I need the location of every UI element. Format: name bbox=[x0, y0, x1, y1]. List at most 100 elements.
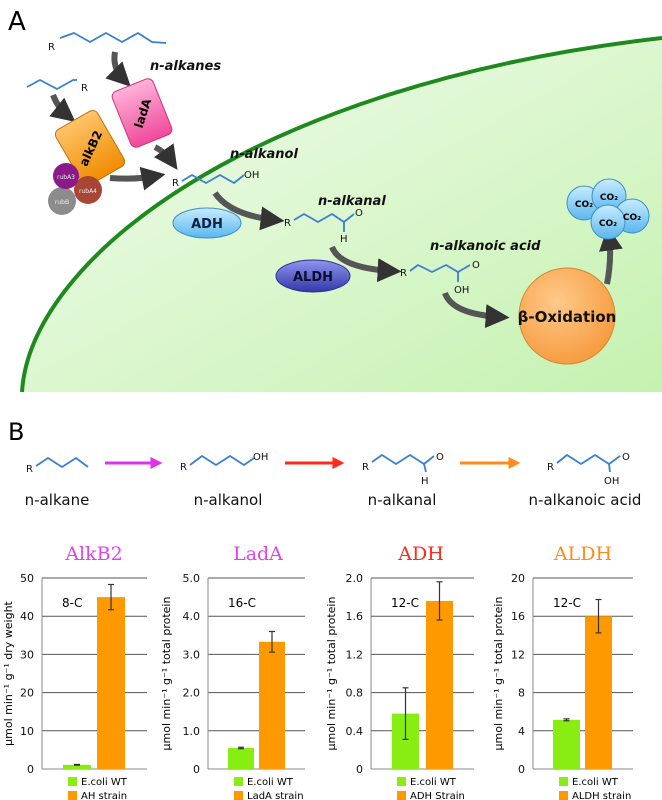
bar-e-coli-wt bbox=[63, 764, 91, 769]
oh-group: OH bbox=[454, 285, 469, 296]
y-tick-label: 16 bbox=[511, 610, 525, 623]
cell-cytoplasm bbox=[22, 38, 662, 392]
y-tick-label: 0.4 bbox=[346, 725, 364, 738]
y-axis-label: µmol min⁻¹ g⁻¹ dry weight bbox=[2, 600, 15, 745]
y-tick-label: 8 bbox=[518, 687, 525, 700]
o-atom: O bbox=[436, 452, 444, 463]
chart-title: ALDH bbox=[553, 543, 612, 565]
r-group: R bbox=[48, 42, 55, 53]
o-atom: O bbox=[622, 452, 630, 463]
aldh-enzyme bbox=[275, 259, 351, 293]
co2-cluster: CO₂ CO₂ CO₂ CO₂ bbox=[566, 178, 650, 240]
legend-swatch bbox=[397, 791, 406, 800]
y-tick-label: 0 bbox=[356, 763, 363, 776]
carbonyl-bond bbox=[608, 455, 621, 465]
h-atom: H bbox=[340, 234, 348, 245]
rubA3-label: rubA3 bbox=[57, 174, 75, 181]
legend-label: E.coli WT bbox=[81, 777, 128, 788]
y-tick-label: 20 bbox=[511, 572, 525, 585]
arrow-icon bbox=[49, 93, 76, 122]
rubA4-label: rubA4 bbox=[79, 188, 97, 195]
chain-length-annotation: 16-C bbox=[228, 596, 256, 610]
arrow-icon bbox=[212, 191, 285, 231]
y-tick-label: 10 bbox=[20, 725, 34, 738]
y-tick-label: 0 bbox=[27, 763, 34, 776]
arrow-icon bbox=[153, 143, 178, 170]
y-tick-label: 20 bbox=[20, 687, 34, 700]
legend-label: AH strain bbox=[81, 791, 127, 800]
chain-length-annotation: 12-C bbox=[391, 596, 419, 610]
y-tick-label: 4 bbox=[518, 725, 525, 738]
carbonyl-bond bbox=[423, 455, 435, 465]
chart-title: LadA bbox=[233, 543, 283, 565]
chain-length-annotation: 12-C bbox=[553, 596, 581, 610]
alkanoic-acid-structure bbox=[556, 454, 610, 465]
legend-label: LadA strain bbox=[247, 791, 304, 800]
y-tick-label: 30 bbox=[20, 648, 34, 661]
legend-label: ALDH strain bbox=[572, 791, 631, 800]
compound-label-alkane: n-alkane bbox=[25, 491, 90, 509]
alkanal-chain bbox=[293, 213, 345, 223]
adh-label: ADH bbox=[191, 217, 223, 232]
bar-aldh-strain bbox=[585, 616, 612, 769]
compound-label-alkanoic-acid: n-alkanoic acid bbox=[529, 491, 642, 509]
y-tick-label: 2.0 bbox=[183, 687, 201, 700]
legend-label: E.coli WT bbox=[572, 777, 619, 788]
r-group: R bbox=[26, 464, 33, 475]
co2-label: CO₂ bbox=[623, 213, 641, 223]
short-alkane-chain bbox=[26, 79, 77, 90]
legend-swatch bbox=[397, 777, 406, 786]
carbonyl-bond bbox=[343, 213, 355, 223]
legend-swatch bbox=[68, 777, 77, 786]
beta-oxidation-node bbox=[518, 267, 616, 365]
chain-length-annotation: 8-C bbox=[62, 596, 82, 610]
arrow-icon bbox=[105, 51, 131, 87]
alkB2-enzyme: alkB2 bbox=[54, 109, 126, 187]
arrow-icon bbox=[329, 245, 402, 283]
y-axis-label: µmol min⁻¹ g⁻¹ total protein bbox=[492, 597, 505, 751]
alkanol-structure bbox=[189, 455, 255, 466]
arrow-icon bbox=[442, 291, 510, 329]
oh-group: OH bbox=[244, 170, 259, 181]
r-group: R bbox=[400, 268, 407, 279]
r-group: R bbox=[284, 218, 291, 229]
legend-label: E.coli WT bbox=[410, 777, 457, 788]
arrow-icon bbox=[599, 226, 623, 285]
legend-swatch bbox=[234, 791, 243, 800]
bar-ah-strain bbox=[97, 597, 125, 769]
o-atom: O bbox=[355, 208, 363, 219]
legend-swatch bbox=[559, 791, 568, 800]
y-tick-label: 1.6 bbox=[346, 610, 364, 623]
panel-a-label: A bbox=[8, 7, 26, 37]
legend-swatch bbox=[68, 791, 77, 800]
oh-group: OH bbox=[604, 476, 619, 487]
alkanol-chain bbox=[181, 174, 245, 184]
n-alkanoic-acid-label: n-alkanoic acid bbox=[430, 239, 541, 254]
r-group: R bbox=[81, 83, 88, 94]
n-alkanal-label: n-alkanal bbox=[318, 194, 386, 209]
oh-group: OH bbox=[253, 452, 268, 463]
r-group: R bbox=[362, 462, 369, 473]
y-tick-label: 1.0 bbox=[183, 725, 201, 738]
chart-title: ADH bbox=[397, 543, 444, 565]
o-atom: O bbox=[472, 260, 480, 271]
rubB-label: rubB bbox=[55, 199, 69, 206]
bar-lada-strain bbox=[259, 641, 285, 769]
carbonyl-bond bbox=[457, 264, 471, 273]
rubB-protein bbox=[48, 187, 76, 215]
y-tick-label: 0.8 bbox=[346, 687, 364, 700]
alkanal-structure bbox=[371, 454, 425, 465]
legend-label: ADH Strain bbox=[410, 791, 465, 800]
bar-e-coli-wt bbox=[553, 719, 580, 769]
n-alkanol-label: n-alkanol bbox=[230, 147, 298, 162]
n-alkanes-label: n-alkanes bbox=[150, 59, 221, 74]
r-group: R bbox=[547, 462, 554, 473]
h-atom: H bbox=[421, 476, 429, 487]
y-tick-label: 5.0 bbox=[183, 572, 201, 585]
